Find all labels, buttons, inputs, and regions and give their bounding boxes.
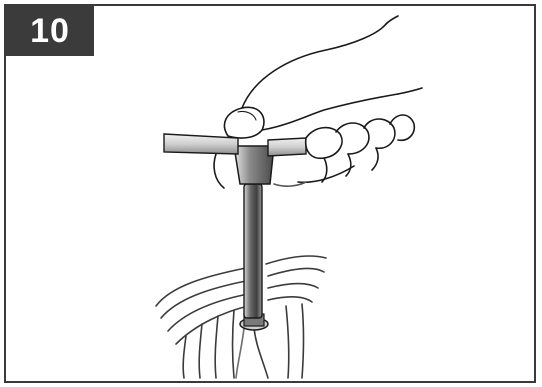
radiator-icon [156, 256, 326, 378]
instruction-step-panel: 10 [4, 4, 536, 383]
radiator-key-icon [164, 134, 306, 318]
radiator-bleed-illustration [6, 6, 534, 381]
step-number-badge: 10 [6, 6, 94, 56]
